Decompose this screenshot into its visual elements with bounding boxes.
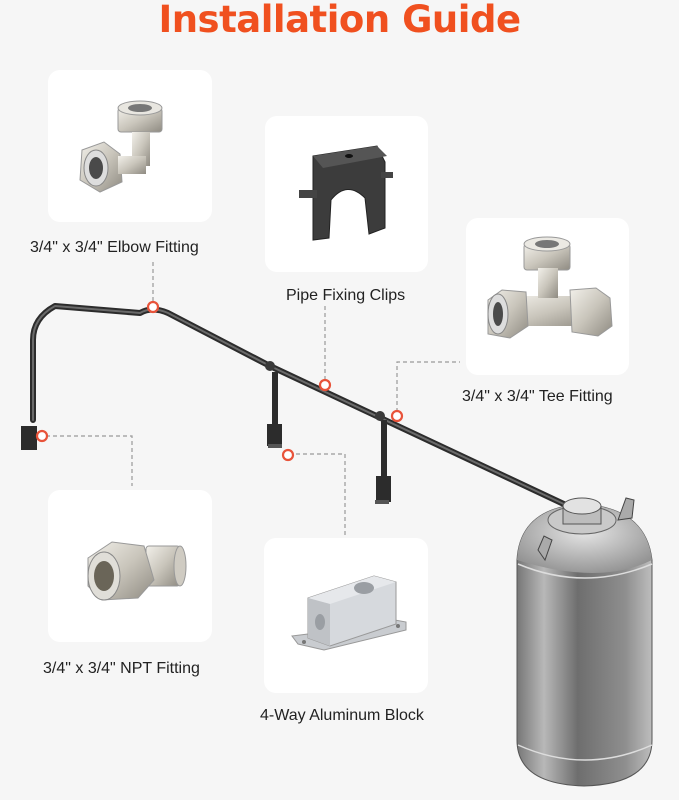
elbow-fitting-label: 3/4" x 3/4" Elbow Fitting xyxy=(30,239,199,256)
elbow-fitting-icon xyxy=(79,100,163,193)
pipe-run xyxy=(30,303,571,509)
pipe-clip-icon xyxy=(299,145,393,241)
aluminum-block-label: 4-Way Aluminum Block xyxy=(260,707,424,724)
npt-fitting-icon xyxy=(87,541,187,601)
tee-fitting-icon xyxy=(487,236,613,339)
air-tank xyxy=(516,497,653,787)
npt-fitting-card xyxy=(48,490,212,642)
tee-fitting-label: 3/4" x 3/4" Tee Fitting xyxy=(462,388,613,405)
npt-fitting-label: 3/4" x 3/4" NPT Fitting xyxy=(43,660,200,677)
aluminum-block-icon xyxy=(291,575,407,651)
elbow-fitting-card xyxy=(48,70,212,222)
pipe-clips-card xyxy=(265,116,428,272)
pipe-clips-label: Pipe Fixing Clips xyxy=(286,287,406,304)
drop-legs xyxy=(21,361,391,504)
leader-lines xyxy=(46,262,460,536)
connection-markers xyxy=(35,300,404,462)
tee-fitting-card xyxy=(466,218,629,375)
aluminum-block-card xyxy=(264,538,428,693)
page-title: Installation Guide xyxy=(158,0,521,41)
